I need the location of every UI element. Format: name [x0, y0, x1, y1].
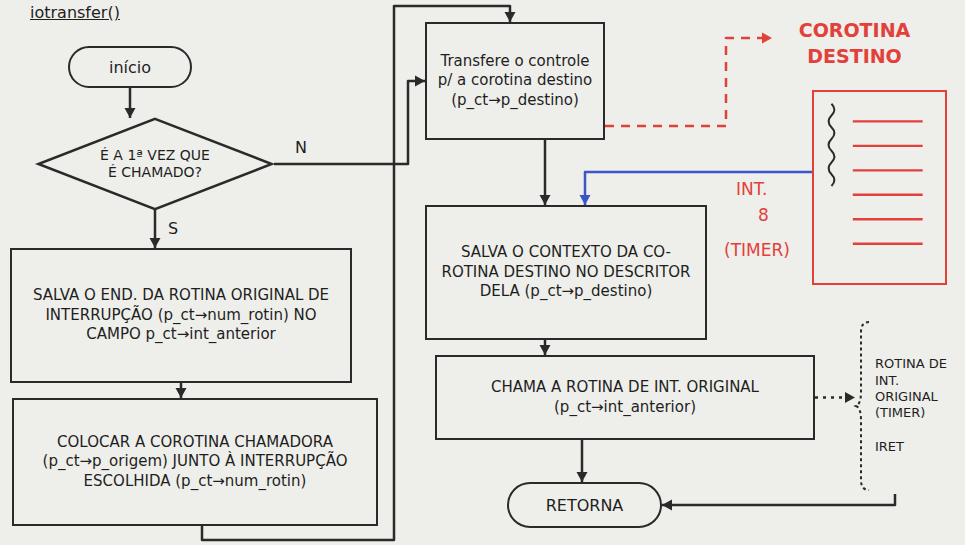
process-box: COLOCAR A COROTINA CHAMADORA (p_ct→p_ori…	[12, 398, 378, 526]
terminal-pill: início	[68, 46, 192, 88]
coroutine-box: COROTINA DESTINO	[812, 90, 947, 285]
node-text: início	[109, 58, 151, 77]
callout-label: INT.	[736, 179, 768, 199]
node-text: SALVA O END. DA ROTINA ORIGINAL DE INTER…	[22, 286, 340, 345]
node-text: ROTINA DE INT. ORIGINAL (TIMER)	[875, 356, 959, 421]
terminal-pill: RETORNA	[507, 482, 662, 528]
process-box: SALVA O CONTEXTO DA CO-ROTINA DESTINO NO…	[425, 205, 707, 340]
code-listing-sketch	[814, 92, 945, 283]
title: iotransfer()	[30, 3, 120, 22]
edge-label: N	[292, 138, 310, 157]
flow-arrow	[662, 494, 895, 511]
process-box: SALVA O END. DA ROTINA ORIGINAL DE INTER…	[10, 248, 352, 383]
node-subtext: IRET	[875, 439, 904, 455]
flow-arrow	[580, 172, 813, 205]
callout-label: 8	[758, 205, 769, 225]
node-text: COLOCAR A COROTINA CHAMADORA (p_ct→p_ori…	[24, 433, 366, 492]
edge-label: S	[165, 219, 181, 238]
flow-arrow	[125, 88, 136, 118]
flow-arrow	[605, 33, 772, 127]
node-text: SALVA O CONTEXTO DA CO-ROTINA DESTINO NO…	[437, 243, 695, 302]
node-text: É A 1ª VEZ QUE É CHAMADO?	[94, 147, 216, 182]
process-box: Transfere o controle p/ a corotina desti…	[425, 22, 605, 140]
node-text: CHAMA A ROTINA DE INT. ORIGINAL (p_ct→in…	[447, 378, 803, 417]
flow-arrow	[176, 383, 187, 398]
process-box: CHAMA A ROTINA DE INT. ORIGINAL (p_ct→in…	[435, 355, 815, 440]
callout-label: (TIMER)	[724, 240, 790, 260]
flow-arrow	[577, 440, 588, 482]
routine-bracket: ROTINA DE INT. ORIGINAL (TIMER) IRET	[855, 318, 961, 494]
node-text: RETORNA	[546, 496, 624, 515]
node-text: Transfere o controle p/ a corotina desti…	[437, 52, 593, 111]
flow-arrow	[815, 392, 855, 403]
node-text: COROTINA DESTINO	[762, 18, 947, 69]
flow-arrow	[540, 140, 551, 205]
flow-arrow	[150, 210, 161, 248]
flow-arrow	[274, 76, 425, 165]
decision-diamond: É A 1ª VEZ QUE É CHAMADO?	[36, 118, 274, 210]
flow-arrow	[540, 340, 551, 355]
